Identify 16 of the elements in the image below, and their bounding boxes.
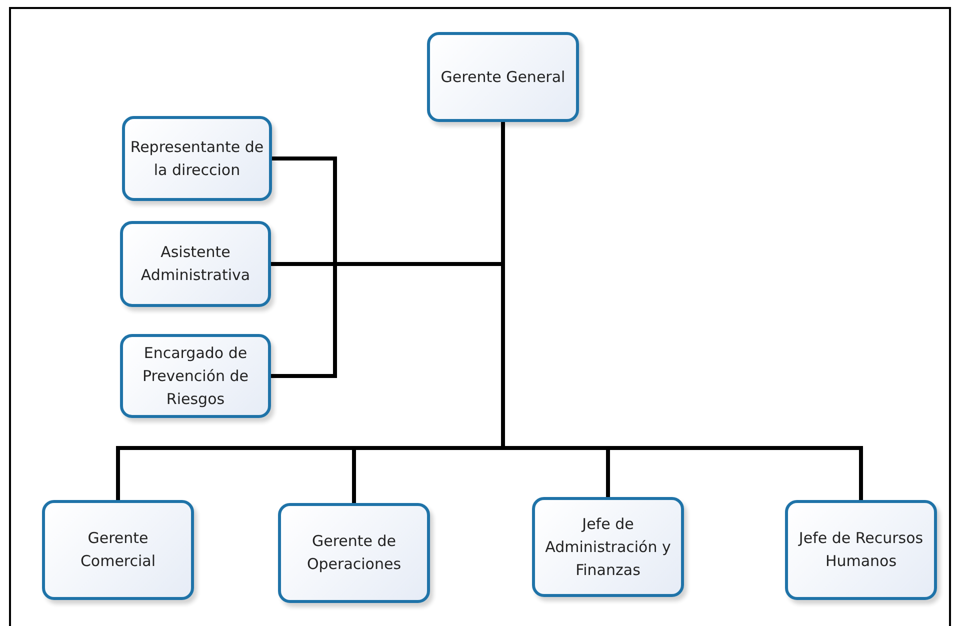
position-title: Representante de la direccion xyxy=(129,136,265,180)
position-box xyxy=(785,500,937,600)
position-title: Gerente General xyxy=(440,66,566,88)
position-title: Jefe de Recursos Humanos xyxy=(797,528,924,572)
position-title: Gerente de Operaciones xyxy=(306,531,402,575)
position-box xyxy=(427,32,579,122)
position-box xyxy=(42,500,194,600)
position-title: Gerente Comercial xyxy=(79,528,157,572)
position-title: Jefe de Administración y Finanzas xyxy=(544,514,672,580)
position-box xyxy=(122,116,272,201)
position-box xyxy=(532,497,684,597)
position-box xyxy=(120,334,271,418)
position-title: Encargado de Prevención de Riesgos xyxy=(141,342,250,410)
position-box xyxy=(278,503,430,603)
position-box xyxy=(120,221,271,307)
position-title: Asistente Administrativa xyxy=(140,242,252,286)
